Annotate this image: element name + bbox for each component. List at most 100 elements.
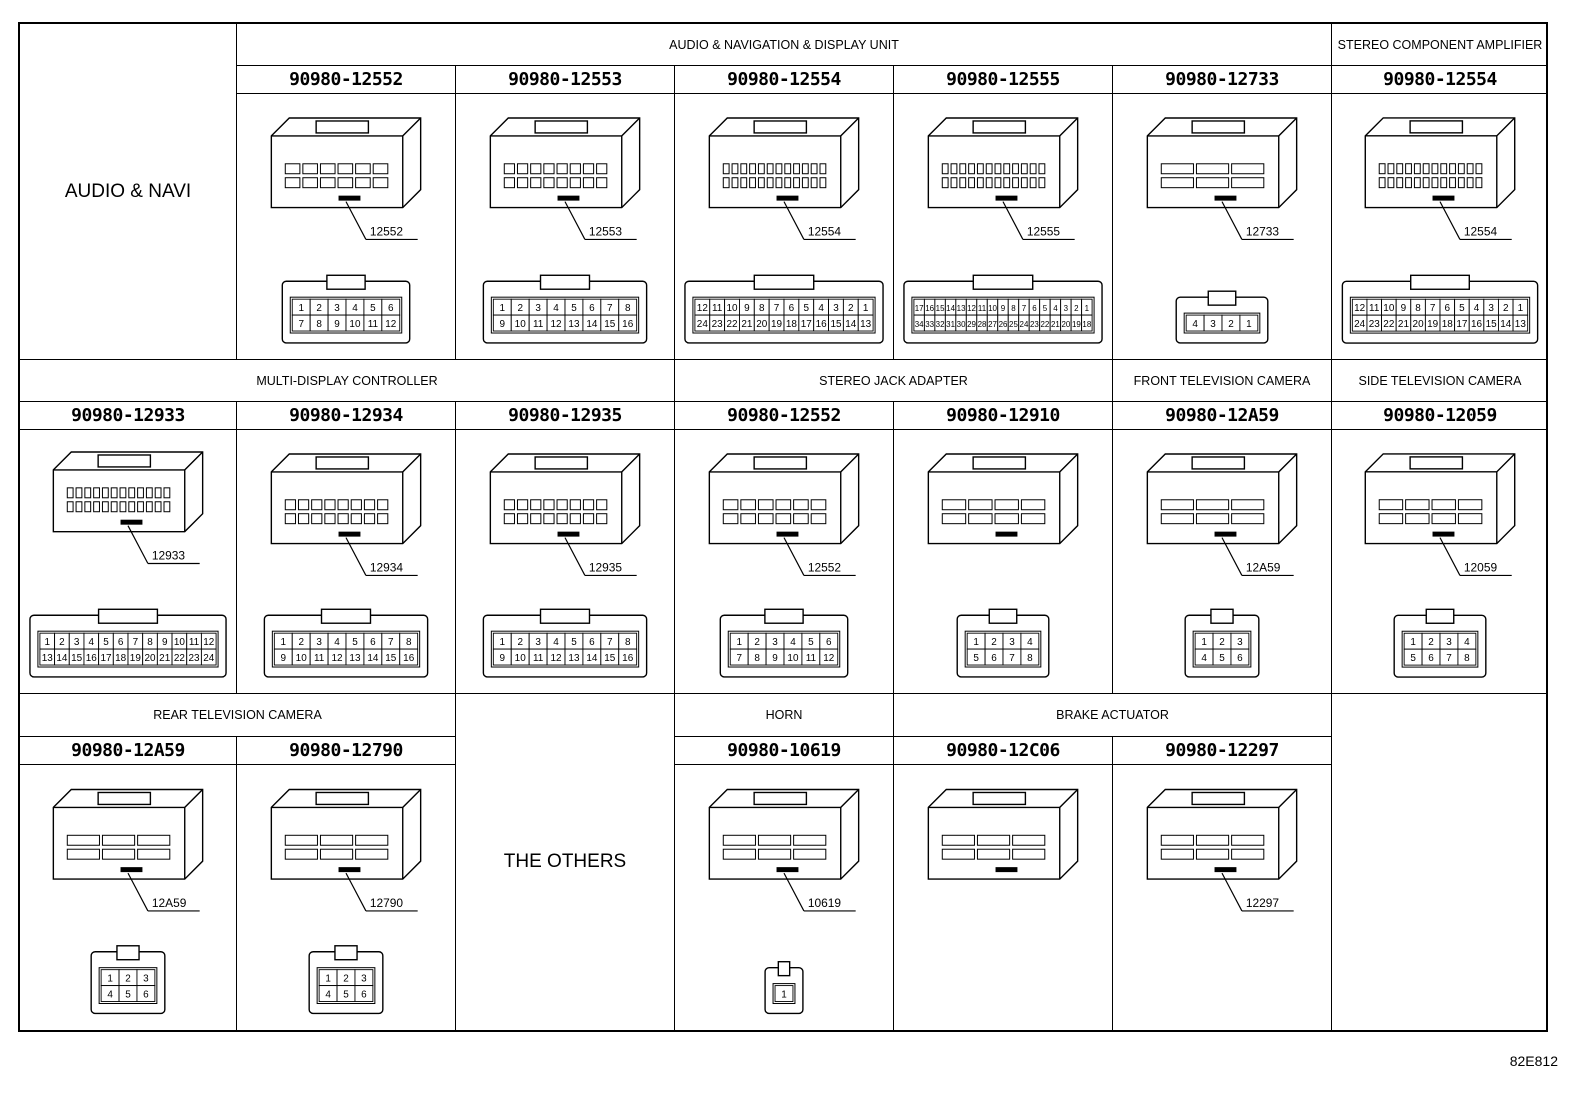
pin-number: 9 [772, 653, 778, 664]
pin-number: 16 [403, 653, 415, 664]
part-tag-label: 12934 [370, 560, 404, 574]
pin-number: 13 [1515, 319, 1527, 330]
connector-housing [1146, 117, 1298, 209]
pin-number: 2 [1428, 637, 1434, 648]
connector-housing [52, 788, 204, 880]
pin-number: 2 [848, 303, 854, 314]
pin-number: 23 [712, 319, 724, 330]
pin-number: 11 [368, 319, 379, 330]
part-number: 90980-12790 [237, 737, 456, 765]
pin-number: 1 [325, 974, 331, 985]
pin-number: 14 [586, 653, 598, 664]
pin-number: 22 [1040, 320, 1049, 329]
pin-number: 6 [1428, 653, 1434, 664]
connector-housing [708, 453, 860, 545]
pin-number: 12 [1354, 303, 1366, 314]
pin-number: 9 [744, 303, 750, 314]
pin-number: 22 [1383, 319, 1395, 330]
pin-number: 2 [1219, 637, 1225, 648]
connector-housing [270, 788, 422, 880]
section-side-television-camera: SIDE TELEVISION CAMERA [1332, 360, 1548, 402]
pin-number: 2 [1503, 303, 1509, 314]
pin-number: 1 [44, 637, 50, 648]
pin-number: 1 [781, 990, 787, 1001]
pin-number: 22 [174, 653, 186, 664]
pin-number: 11 [806, 653, 817, 664]
part-tag-label: 12297 [1246, 896, 1280, 910]
pin-number: 8 [1415, 303, 1421, 314]
connector-housing [52, 451, 204, 533]
pin-number: 3 [1488, 303, 1494, 314]
pin-number: 22 [726, 319, 738, 330]
pin-number: 10 [726, 303, 738, 314]
part-number: 90980-10619 [675, 737, 894, 765]
pin-number: 1 [1201, 637, 1207, 648]
pin-number: 16 [1471, 319, 1483, 330]
part-number: 90980-12733 [1113, 66, 1332, 94]
pin-number: 1 [863, 303, 869, 314]
pin-number: 9 [1401, 303, 1407, 314]
pin-number: 5 [1410, 653, 1416, 664]
pin-number: 3 [1009, 637, 1015, 648]
pin-number: 10 [296, 653, 308, 664]
part-tag-label: 12553 [589, 224, 623, 238]
pin-number: 6 [370, 637, 376, 648]
pin-number: 4 [553, 303, 559, 314]
pin-number: 20 [1413, 319, 1425, 330]
pin-number: 4 [89, 637, 95, 648]
pin-number: 3 [833, 303, 839, 314]
pin-number: 11 [978, 304, 987, 313]
pin-number: 17 [1456, 319, 1468, 330]
pin-number: 21 [1398, 319, 1410, 330]
pin-number: 7 [133, 637, 139, 648]
left-label-audio-navi: AUDIO & NAVI [20, 24, 237, 360]
pin-number: 21 [1051, 320, 1060, 329]
connector-image: 12297 [1113, 765, 1332, 1030]
pin-number: 10 [787, 653, 799, 664]
pin-number: 33 [925, 320, 934, 329]
pin-number: 12 [385, 319, 397, 330]
pin-number: 14 [56, 653, 68, 664]
pin-number: 5 [571, 303, 577, 314]
part-number: 90980-12933 [20, 402, 237, 430]
pin-number: 12 [332, 653, 344, 664]
pin-number: 2 [1228, 319, 1234, 330]
pin-number: 2 [991, 637, 997, 648]
pin-number: 16 [816, 319, 828, 330]
pin-number: 10 [349, 319, 361, 330]
pin-number: 25 [1009, 320, 1018, 329]
connector-housing [1146, 788, 1298, 880]
pin-number: 4 [790, 637, 796, 648]
pin-number: 8 [754, 653, 760, 664]
pin-number: 13 [568, 653, 580, 664]
pin-number: 11 [314, 653, 325, 664]
pin-number: 6 [388, 303, 394, 314]
pin-number: 8 [1027, 653, 1033, 664]
pin-number: 19 [130, 653, 142, 664]
pin-number: 8 [625, 303, 631, 314]
pin-number: 12 [697, 303, 709, 314]
pin-number: 5 [808, 637, 814, 648]
pin-number: 24 [1354, 319, 1366, 330]
pin-number: 8 [1011, 304, 1016, 313]
pin-number: 17 [100, 653, 112, 664]
